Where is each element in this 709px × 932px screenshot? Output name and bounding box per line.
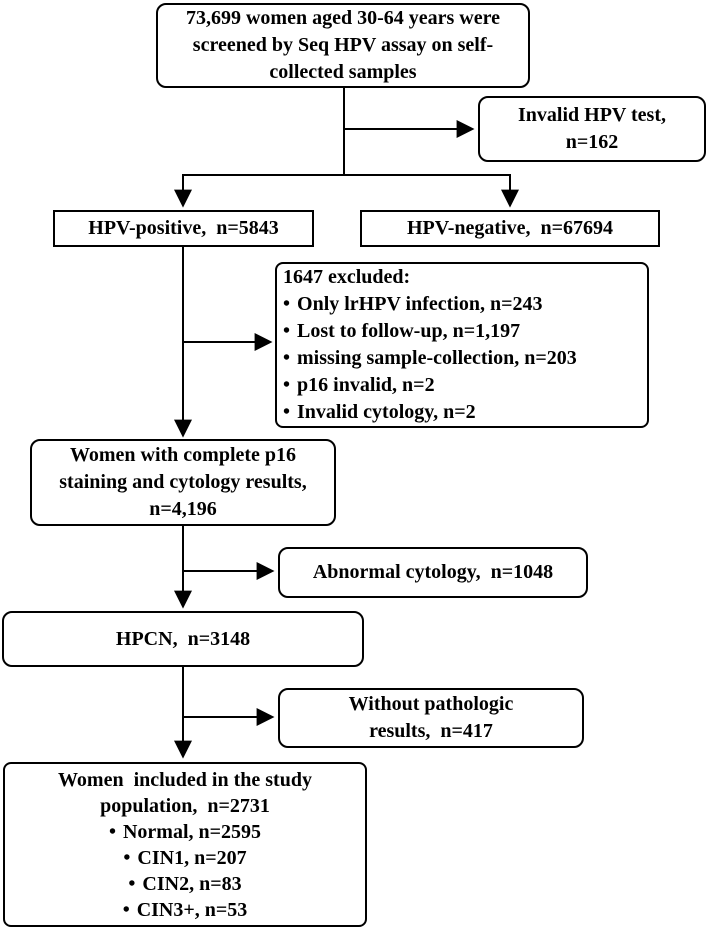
hpcn-label: HPCN, n=3148 [115,627,251,650]
included-item: • Normal, n=2595 [11,819,359,845]
box-screened: 73,699 women aged 30-64 years were scree… [156,3,530,88]
excluded-item: • missing sample-collection, n=203 [283,345,641,372]
included-text-line: Women included in the study [58,768,312,791]
screened-text-line: screened by Seq HPV assay on self- [192,34,494,56]
excluded-item: • Only lrHPV infection, n=243 [283,291,641,318]
excluded-item: • p16 invalid, n=2 [283,372,641,399]
excluded-item: • Lost to follow-up, n=1,197 [283,318,641,345]
without-pathology-text-line: results, n=417 [369,720,493,742]
included-text-line: population, n=2731 [100,794,270,817]
complete-p16-text-line: n=4,196 [149,498,217,520]
abnormal-cytology-label: Abnormal cytology, n=1048 [312,561,554,583]
screened-text-line: 73,699 women aged 30-64 years were [185,7,500,29]
included-item-text: CIN2, n=83 [142,872,242,895]
invalid-test-text-line: Invalid HPV test, [518,104,666,126]
excluded-item-text: Invalid cytology, n=2 [297,401,476,423]
bullet-icon: • [283,347,291,369]
excluded-header: 1647 excluded: [283,266,411,288]
excluded-item-text: Only lrHPV infection, n=243 [297,293,543,315]
box-hpv-negative: HPV-negative, n=67694 [360,210,660,247]
bullet-icon: • [283,320,291,342]
excluded-item: • Invalid cytology, n=2 [283,399,641,426]
excluded-item-text: missing sample-collection, n=203 [297,347,577,369]
screened-text-line: collected samples [269,61,417,83]
included-item: • CIN2, n=83 [11,871,359,897]
bullet-icon: • [128,872,136,895]
hpv-positive-label: HPV-positive, n=5843 [88,217,279,239]
included-item-text: CIN1, n=207 [137,846,247,869]
bullet-icon: • [122,898,130,921]
excluded-item-text: p16 invalid, n=2 [297,374,435,396]
included-item: • CIN1, n=207 [11,845,359,871]
complete-p16-text-line: Women with complete p16 [69,444,297,466]
box-invalid-hpv-test: Invalid HPV test, n=162 [478,96,706,162]
box-without-pathology: Without pathologic results, n=417 [278,688,584,748]
complete-p16-text-line: staining and cytology results, [59,471,307,493]
box-hpv-positive: HPV-positive, n=5843 [53,210,314,247]
box-complete-p16: Women with complete p16 staining and cyt… [30,439,336,526]
box-excluded: 1647 excluded: • Only lrHPV infection, n=… [275,262,649,428]
box-hpcn: HPCN, n=3148 [2,611,364,667]
bullet-icon: • [283,401,291,423]
bullet-icon: • [283,293,291,315]
bullet-icon: • [108,820,116,843]
included-item-text: Normal, n=2595 [122,820,262,843]
without-pathology-text-line: Without pathologic [348,693,514,715]
excluded-item-text: Lost to follow-up, n=1,197 [297,320,521,342]
box-abnormal-cytology: Abnormal cytology, n=1048 [278,547,588,598]
bullet-icon: • [283,374,291,396]
invalid-test-text-line: n=162 [565,131,619,153]
box-included: Women included in the study population, … [3,762,367,927]
bullet-icon: • [123,846,131,869]
included-item-text: CIN3+, n=53 [136,898,248,921]
included-item: • CIN3+, n=53 [11,897,359,923]
hpv-negative-label: HPV-negative, n=67694 [406,217,613,239]
